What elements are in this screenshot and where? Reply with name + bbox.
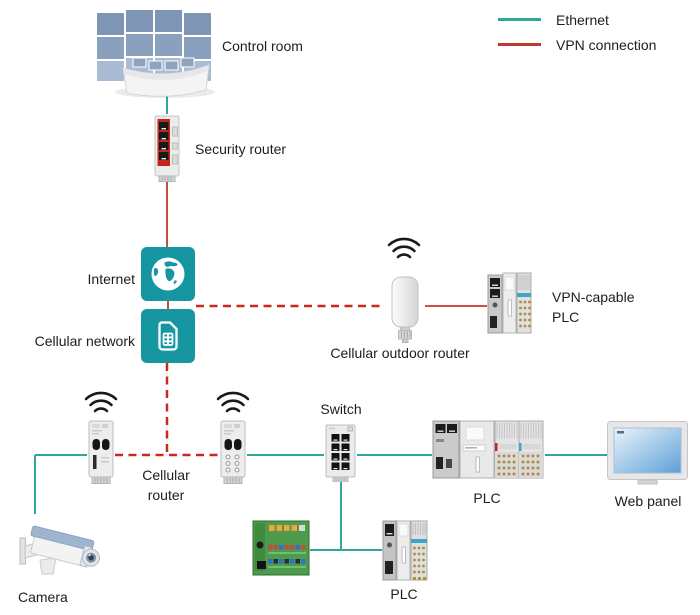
cellular-network-icon-tile: [141, 309, 195, 363]
green-controller-illustration: [252, 517, 310, 579]
web-panel-illustration: [607, 421, 688, 485]
io-module-2: [518, 420, 544, 479]
cellular-router-label: Cellular router: [142, 467, 190, 503]
wifi-signal-icon: [84, 391, 118, 413]
globe-icon: [141, 247, 195, 301]
ethernet-line-swatch: [498, 18, 541, 21]
control-room-label: Control room: [222, 38, 303, 54]
legend: Ethernet VPN connection: [498, 7, 656, 57]
security-router-illustration: [150, 114, 184, 182]
legend-label: VPN connection: [556, 36, 657, 53]
cellular-outdoor-router-illustration: [385, 276, 425, 344]
right-cell-router-wifi: [213, 388, 253, 416]
plc-bottom-illustration: [382, 519, 428, 583]
plc-label: PLC: [473, 490, 501, 506]
legend-label: Ethernet: [556, 11, 609, 28]
vpn-plc-label: VPN-capable PLC: [552, 289, 635, 325]
security-router-label: Security router: [195, 141, 287, 157]
control-room-illustration: [93, 4, 217, 98]
vpn-plc-illustration: [487, 272, 541, 336]
cellular-router-right-illustration: [219, 419, 247, 487]
camera-illustration: [10, 510, 108, 588]
legend-item-ethernet: Ethernet: [498, 7, 656, 32]
plc-illustration: [432, 419, 545, 481]
web-panel-label: Web panel: [614, 493, 682, 509]
sim-card-icon: [141, 309, 195, 363]
internet-icon-tile: [141, 247, 195, 301]
operator-desk: [122, 57, 210, 97]
left-cell-router-wifi: [81, 388, 121, 416]
switch-label: Switch: [320, 401, 362, 417]
outdoor-router-wifi: [384, 234, 424, 262]
io-module-1: [494, 420, 520, 479]
cellular-router-left-illustration: [87, 419, 115, 487]
plc-bottom-label: PLC: [390, 586, 418, 602]
internet-label: Internet: [87, 271, 135, 287]
cellular-network-label: Cellular network: [34, 333, 135, 349]
vpn-line-swatch: [498, 43, 541, 46]
wifi-signal-icon: [387, 237, 421, 259]
camera-label: Camera: [18, 589, 68, 605]
cellular-outdoor-router-label: Cellular outdoor router: [330, 345, 470, 361]
legend-item-vpn: VPN connection: [498, 32, 656, 57]
switch-illustration: [324, 424, 357, 482]
wifi-signal-icon: [216, 391, 250, 413]
